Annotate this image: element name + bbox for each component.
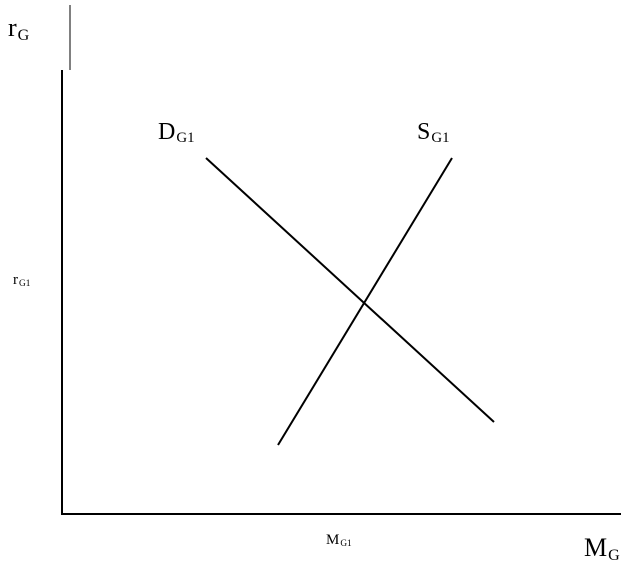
- x-axis-label: MG: [584, 533, 620, 564]
- demand-curve-label: DG1: [158, 119, 195, 147]
- y-axis-label: rG: [8, 13, 30, 44]
- equilibrium-quantity-label: MG1: [326, 532, 352, 550]
- supply-curve: [277, 157, 453, 446]
- demand-curve: [205, 157, 495, 423]
- supply-curve-label: SG1: [417, 119, 450, 147]
- equilibrium-rate-label: rG1: [13, 272, 31, 290]
